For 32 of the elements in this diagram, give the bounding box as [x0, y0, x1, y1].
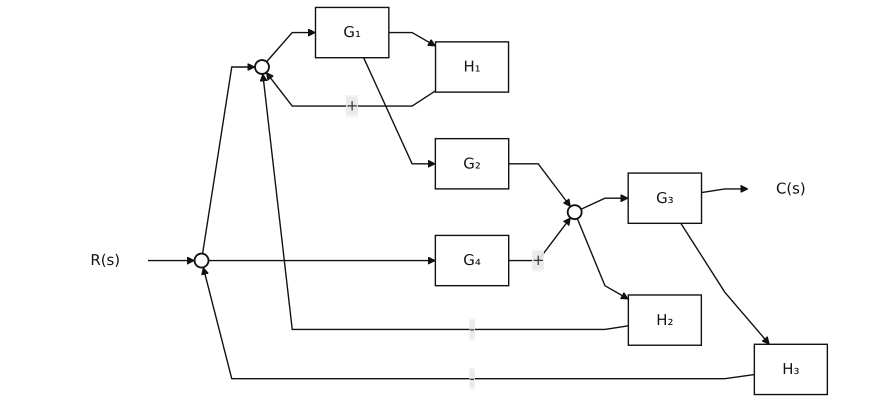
arrow: [362, 57, 436, 168]
arrow: [148, 256, 195, 265]
arrow: [388, 32, 436, 46]
arrow: [266, 28, 316, 62]
node-box: [314, 6, 390, 58]
block-diagram: + + - - R(s) H₁ G₁ G₂ G₃ C(s) G₄ H₂ H₃: [54, 0, 842, 402]
arrow: [202, 62, 256, 254]
arrow: [208, 256, 436, 265]
node-circle: [566, 204, 583, 220]
node-box: [628, 294, 702, 346]
node-text: R(s): [90, 251, 120, 269]
arrow: [260, 74, 628, 330]
edge-label: +: [532, 251, 544, 269]
arrow: [266, 72, 436, 107]
edge-label: -: [469, 320, 475, 338]
node-box: [434, 138, 510, 190]
node-text: C(s): [776, 180, 806, 198]
arrow: [576, 218, 629, 300]
edge-label: -: [469, 369, 475, 388]
node-box: [434, 234, 510, 286]
arrow: [508, 217, 571, 262]
edge-label: +: [346, 96, 358, 114]
node-box: [434, 41, 510, 93]
arrow: [680, 222, 770, 345]
arrow: [580, 194, 628, 210]
arrow: [508, 163, 571, 207]
arrow: [201, 266, 754, 380]
arrow: [701, 184, 748, 194]
node-box: [754, 344, 828, 396]
node-box: [627, 172, 702, 224]
node-circle: [194, 252, 210, 268]
node-circle: [254, 59, 270, 75]
